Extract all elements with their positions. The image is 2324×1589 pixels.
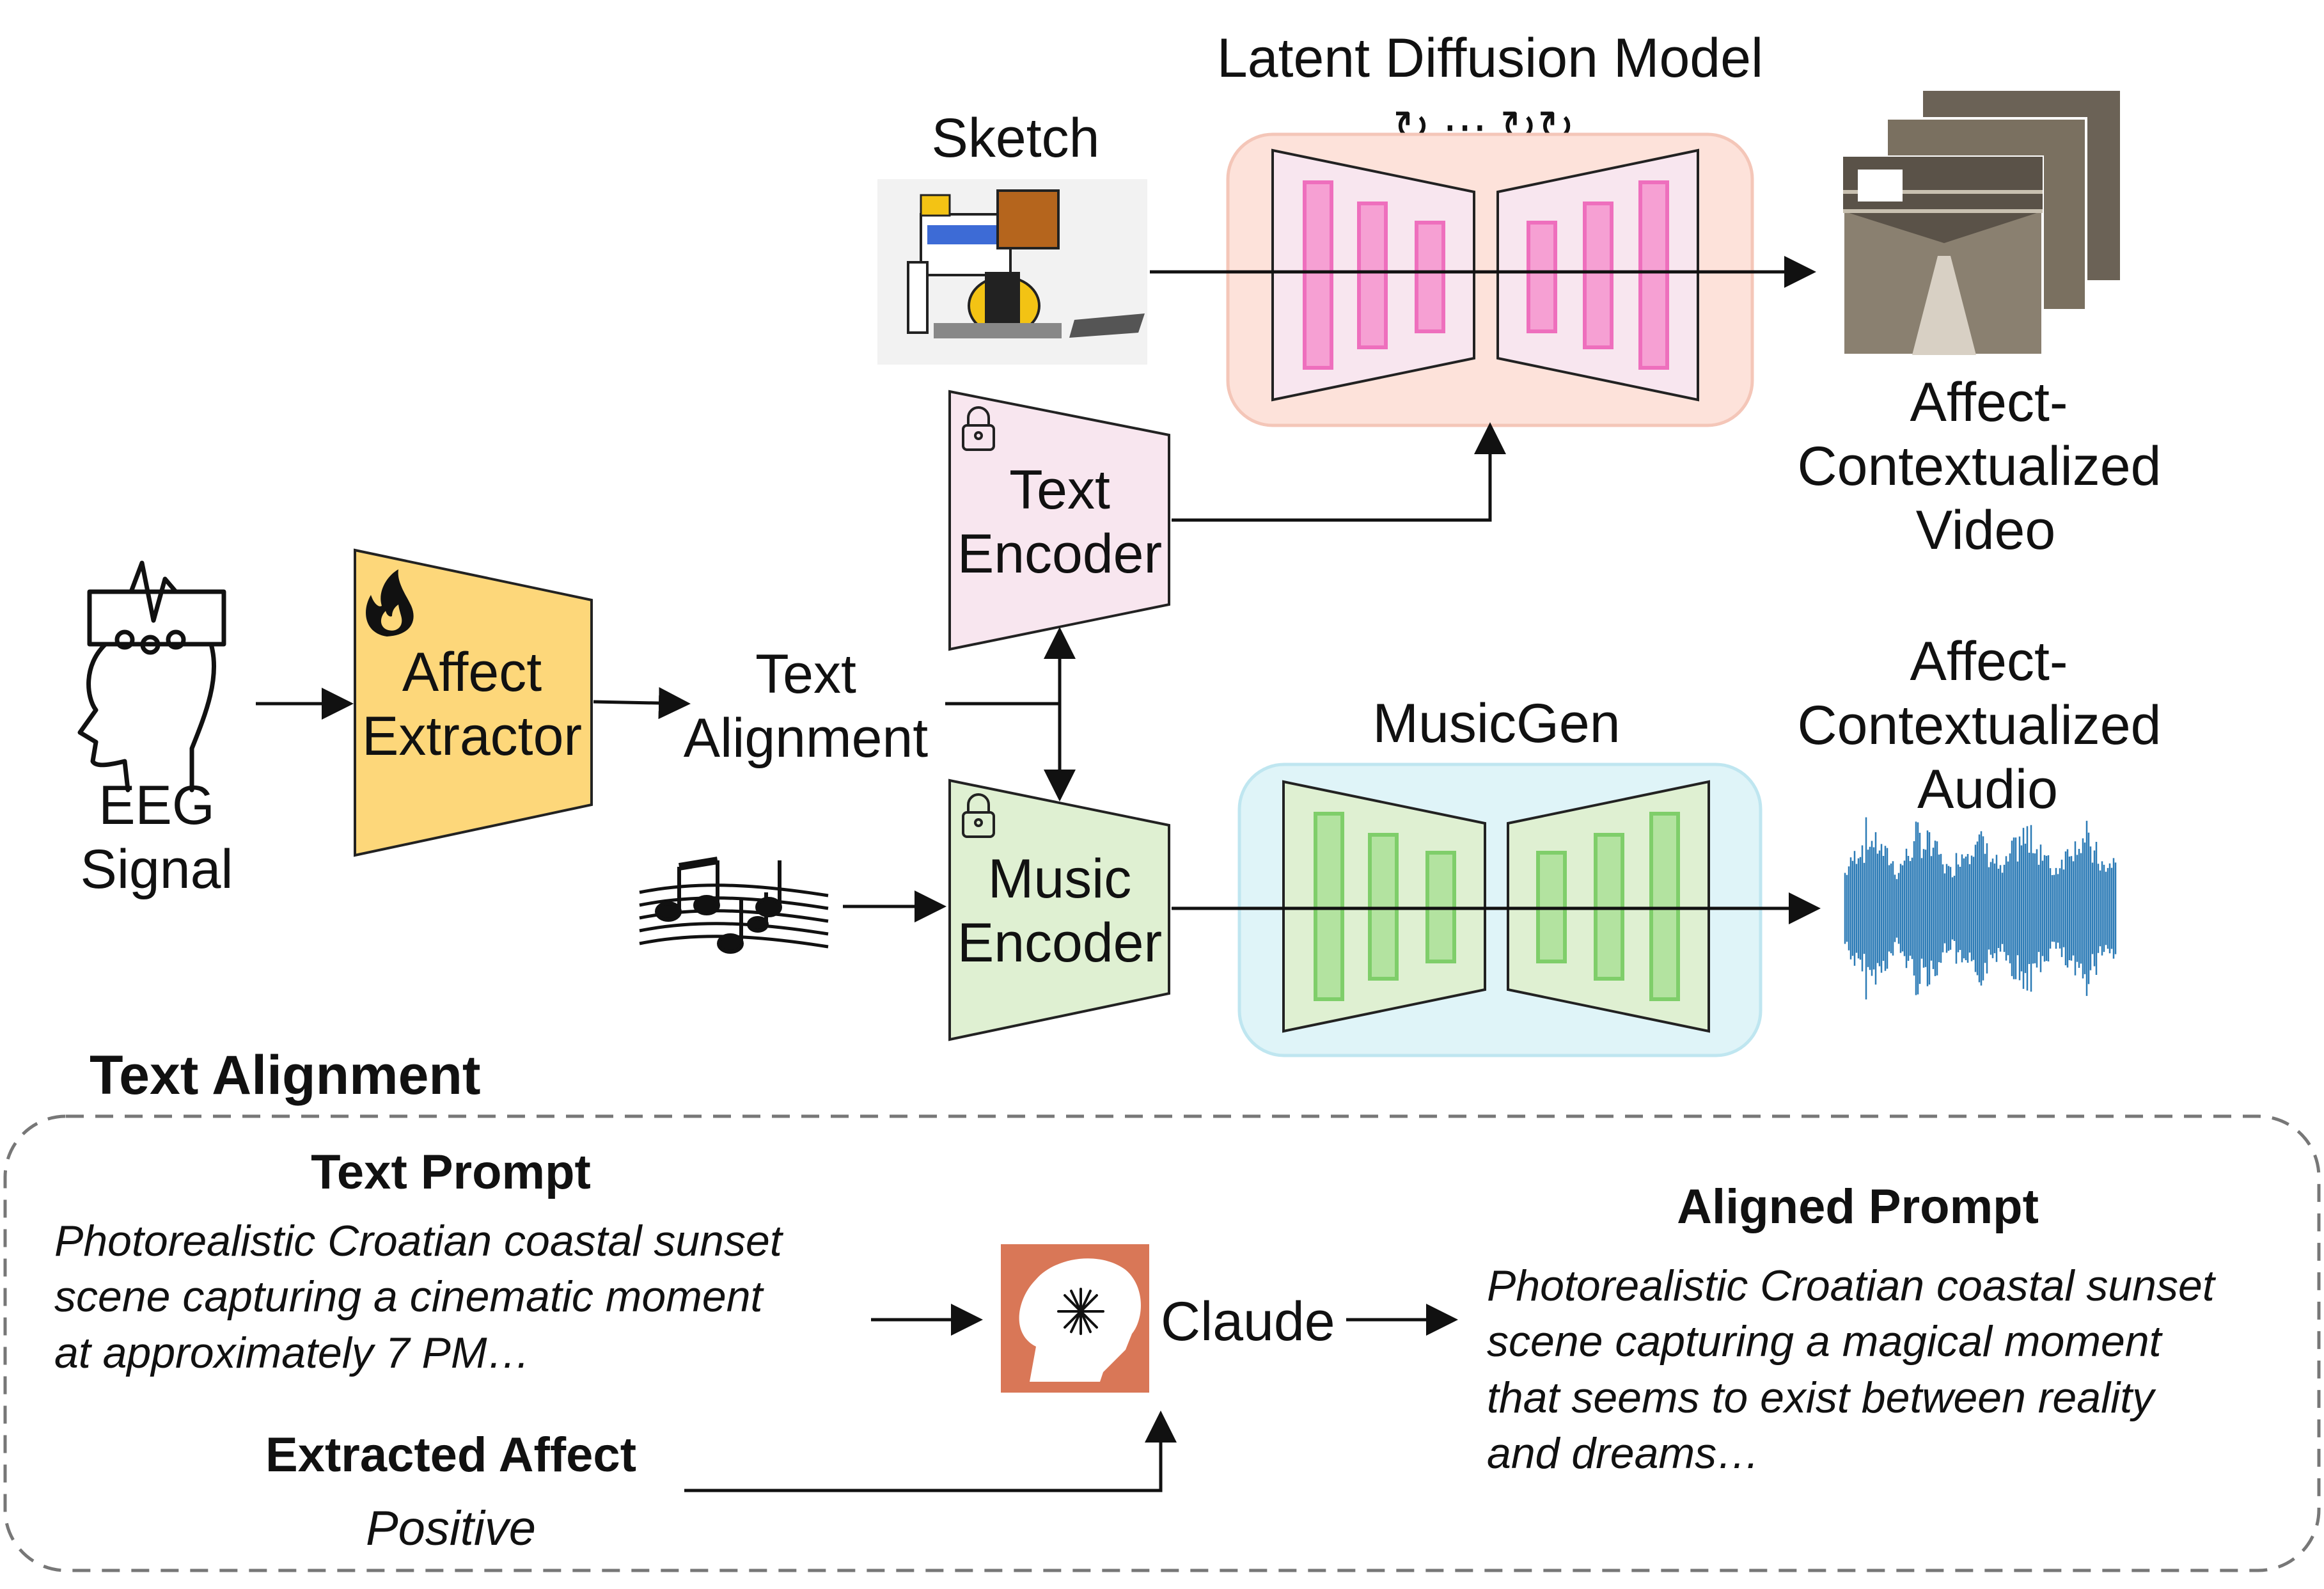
text-alignment-node-line2: Alignment xyxy=(684,708,929,769)
ldm-bar xyxy=(1583,202,1613,349)
aligned-prompt-line: that seems to exist between reality xyxy=(1487,1373,2156,1422)
ldm-bar xyxy=(1303,180,1333,370)
text-alignment-panel xyxy=(3,1114,2321,1572)
audio-output-label-line2: Contextualized xyxy=(1798,695,2162,756)
text-alignment-node-line1: Text xyxy=(755,644,856,705)
text-encoder-to-ldm-arrow xyxy=(1172,422,1506,522)
affect-extractor-block xyxy=(354,548,593,857)
music-encoder-label-line1: Music xyxy=(988,848,1132,910)
head-eeg-icon xyxy=(77,560,226,793)
sketch-label: Sketch xyxy=(932,107,1100,169)
video-output-label-line1: Affect- xyxy=(1910,372,2068,433)
extractor-to-alignment-arrow xyxy=(593,687,691,720)
text-alignment-section-title: Text Alignment xyxy=(90,1045,481,1106)
text-prompt-line: scene capturing a cinematic moment xyxy=(54,1272,765,1321)
eeg-label-line2: Signal xyxy=(80,839,233,900)
claude-label: Claude xyxy=(1161,1291,1335,1352)
text-prompt-title: Text Prompt xyxy=(311,1145,591,1199)
flame-icon xyxy=(366,569,414,636)
eeg-label-line1: EEG xyxy=(98,775,215,836)
text-prompt-line: Photorealistic Croatian coastal sunset xyxy=(54,1217,784,1265)
spark-icon xyxy=(1057,1288,1104,1335)
audio-waveform-image xyxy=(1844,817,2117,1000)
extracted-affect-value: Positive xyxy=(366,1501,536,1556)
audio-output-label-line3: Audio xyxy=(1917,759,2058,820)
video-frames-image xyxy=(1842,88,2123,356)
text-encoder-label-line1: Text xyxy=(1009,459,1110,521)
video-output-label-line2: Contextualized xyxy=(1798,436,2162,497)
text-encoder-label-line2: Encoder xyxy=(957,523,1162,585)
musicgen-title: MusicGen xyxy=(1372,693,1620,754)
ldm-bar xyxy=(1415,221,1445,333)
musicgen-bar xyxy=(1649,812,1680,1001)
ldm-bar xyxy=(1638,180,1669,370)
aligned-prompt-line: Photorealistic Croatian coastal sunset xyxy=(1487,1261,2217,1310)
ldm-title: Latent Diffusion Model xyxy=(1217,28,1763,89)
sketch-image xyxy=(877,179,1147,365)
affect-to-claude-arrow xyxy=(684,1411,1177,1492)
music-encoder-label-line2: Encoder xyxy=(957,912,1162,974)
musicgen-bar xyxy=(1314,812,1344,1001)
aligned-prompt-title: Aligned Prompt xyxy=(1677,1180,2039,1234)
music-notes-icon xyxy=(639,857,829,954)
affect-extractor-label-line2: Extractor xyxy=(362,706,582,767)
audio-output-label-line1: Affect- xyxy=(1910,631,2068,692)
extracted-affect-title: Extracted Affect xyxy=(265,1428,636,1482)
aligned-prompt-line: scene capturing a magical moment xyxy=(1487,1317,2163,1366)
text-prompt-line: at approximately 7 PM… xyxy=(54,1329,531,1377)
ldm-bar xyxy=(1357,202,1388,349)
music-encoder-block xyxy=(948,779,1170,1041)
affect-extractor-label-line1: Affect xyxy=(402,642,542,703)
video-output-label-line3: Video xyxy=(1916,500,2055,561)
lock-icon xyxy=(962,793,995,838)
text-encoder-block xyxy=(948,390,1170,651)
lock-icon xyxy=(962,406,995,451)
ldm-bar xyxy=(1527,221,1557,333)
aligned-prompt-line: and dreams… xyxy=(1487,1429,1760,1478)
